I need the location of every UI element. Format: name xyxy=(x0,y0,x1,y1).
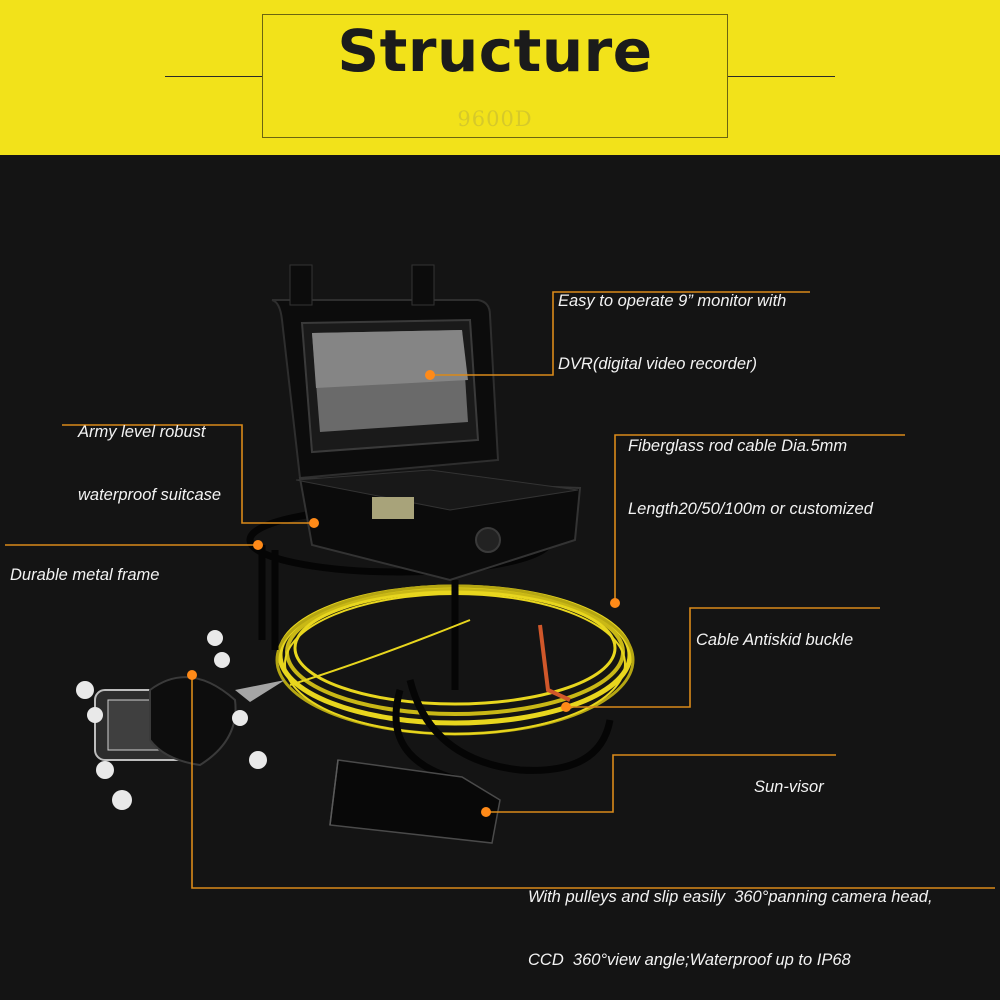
sun-visor-graphic xyxy=(329,759,501,844)
suitcase-graphic xyxy=(271,264,582,582)
buckle-callout-line-1: Cable Antiskid buckle xyxy=(696,631,854,649)
suitcase-callout-line-1: Army level robust xyxy=(78,423,206,441)
visor-callout-line-1: Sun-visor xyxy=(754,778,824,796)
page-title: Structure xyxy=(337,17,653,85)
frame-callout: Durable metal frame xyxy=(10,523,159,607)
cable-callout-line-1: Fiberglass rod cable Dia.5mm xyxy=(628,437,848,455)
camera-head-graphic xyxy=(76,630,285,810)
banner-rule-right xyxy=(728,76,835,77)
visor-callout: Sun-visor xyxy=(754,735,824,819)
camera-callout: With pulleys and slip easily 360°panning… xyxy=(528,845,933,992)
suitcase-callout: Army level robust waterproof suitcase xyxy=(78,380,221,527)
banner-rule-left xyxy=(165,76,262,77)
suitcase-callout-line-2: waterproof suitcase xyxy=(78,486,222,504)
model-number: 9600D xyxy=(457,107,533,131)
buckle-strap-graphic xyxy=(538,624,571,702)
title-box: Structure 9600D xyxy=(262,14,728,138)
cable-callout-line-2: Length20/50/100m or customized xyxy=(628,500,873,518)
leader-lines xyxy=(5,291,995,889)
monitor-callout: Easy to operate 9” monitor with DVR(digi… xyxy=(558,249,786,396)
title-banner: Structure 9600D xyxy=(0,0,1000,155)
buckle-callout: Cable Antiskid buckle xyxy=(696,588,853,672)
frame-callout-line-1: Durable metal frame xyxy=(10,566,160,584)
leader-markers xyxy=(187,370,620,817)
camera-callout-line-2: CCD 360°view angle;Waterproof up to IP68 xyxy=(528,951,851,969)
camera-callout-line-1: With pulleys and slip easily 360°panning… xyxy=(528,888,933,906)
monitor-callout-line-1: Easy to operate 9” monitor with xyxy=(558,292,787,310)
monitor-callout-line-2: DVR(digital video recorder) xyxy=(558,355,757,373)
push-cable-graphic xyxy=(289,619,471,686)
cable-callout: Fiberglass rod cable Dia.5mm Length20/50… xyxy=(628,394,873,541)
